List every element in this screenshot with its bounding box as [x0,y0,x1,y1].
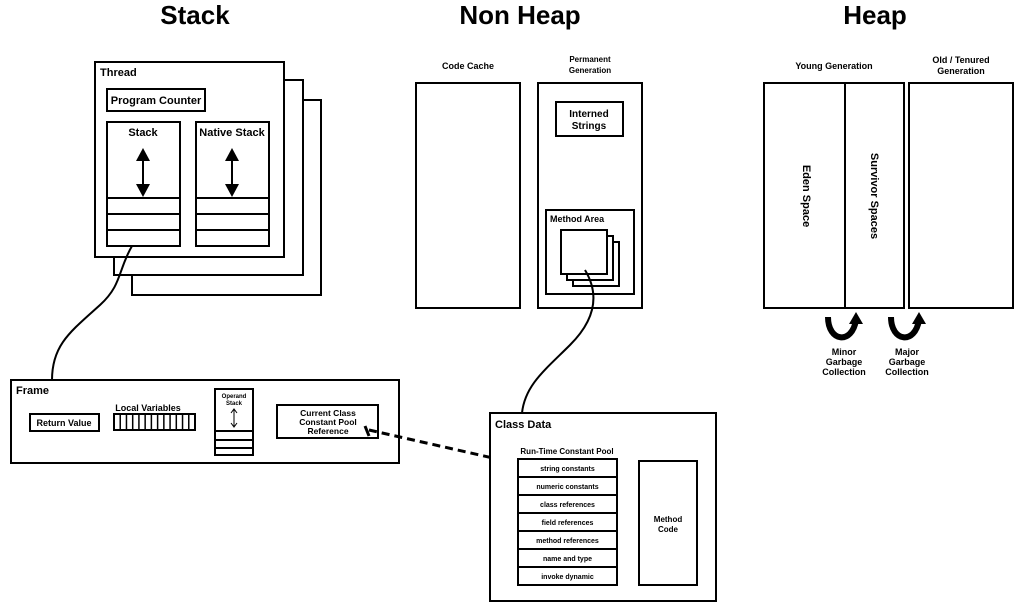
young-generation-box [763,82,905,309]
young-generation-label: Young Generation [795,61,872,71]
pool-entry-box [517,566,618,586]
operand-stack-label-line1: Operand [222,394,247,400]
pool-entry-label: field references [542,520,594,527]
class-entry-box [560,229,608,275]
minor-gc-line2: Garbage [826,357,863,367]
java-stack-label: Stack [128,127,158,139]
old-generation-box [908,82,1014,309]
local-variables-cells [119,414,190,430]
major-gc-line2: Garbage [889,357,926,367]
pool-entry-label: invoke dynamic [541,574,594,581]
pool-entry-label: method references [536,538,599,545]
permanent-generation-label-line2: Generation [569,66,611,75]
heap-heading: Heap [843,0,907,30]
old-generation-label-line2: Generation [937,66,985,76]
program-counter-box [106,88,206,112]
method-area-label: Method Area [550,214,605,224]
class-data-title: Class Data [495,419,552,431]
method-code-line1: Method [654,515,683,524]
constant-pool-reference-line3: Reference [307,426,348,436]
code-cache-box [415,82,521,309]
native-stack-grow-arrow-icon [225,148,239,197]
major-gc-line3: Collection [885,367,929,377]
old-generation-label-line1: Old / Tenured [932,55,989,65]
local-variables-box [113,413,196,431]
operand-stack-box [214,388,254,456]
runtime-constant-pool-label: Run-Time Constant Pool [520,447,613,456]
stack-to-frame-connector [51,245,133,381]
reference-dashed-arrow [368,428,506,461]
return-value-box [29,413,100,432]
operand-stack-label-line2: Stack [226,401,243,407]
eden-space-label: Eden Space [800,165,812,227]
local-variables-label: Local Variables [115,403,181,413]
survivor-spaces-label: Survivor Spaces [868,153,880,239]
constant-pool-reference-line2: Constant Pool [299,417,357,427]
pool-entry-label: numeric constants [536,484,598,491]
frame-title: Frame [16,385,49,397]
minor-gc-line3: Collection [822,367,866,377]
runtime-constant-pool-entries: string constants numeric constants class r… [517,458,618,586]
pool-entry-label: string constants [540,466,595,473]
method-code-box [638,460,698,586]
program-counter-label: Program Counter [111,95,202,107]
major-gc-curved-arrow-icon [888,312,926,341]
interned-strings-line1: Interned [569,109,608,120]
interned-strings-line2: Strings [572,121,607,132]
thread-title: Thread [100,67,137,79]
major-gc-line1: Major [895,347,920,357]
pool-entry-label: name and type [543,556,592,563]
method-code-line2: Code [658,525,679,534]
interned-strings-box [555,101,624,137]
non-heap-heading: Non Heap [459,0,580,30]
reference-pointer-tick [363,425,371,437]
permanent-generation-label-line1: Permanent [569,55,611,64]
operand-stack-grow-arrow-icon [230,408,238,428]
java-stack-grow-arrow-icon [136,148,150,197]
pool-entry-label: class references [540,502,595,509]
native-stack-label: Native Stack [199,127,265,139]
native-stack-box [195,121,270,247]
constant-pool-reference-box [276,404,379,439]
return-value-label: Return Value [36,418,91,428]
constant-pool-reference-line1: Current Class [300,408,356,418]
method-area-to-class-data-connector [521,269,595,414]
minor-gc-line1: Minor [832,347,857,357]
code-cache-label: Code Cache [442,61,494,71]
stack-heading: Stack [160,0,230,30]
minor-gc-curved-arrow-icon [825,312,863,341]
